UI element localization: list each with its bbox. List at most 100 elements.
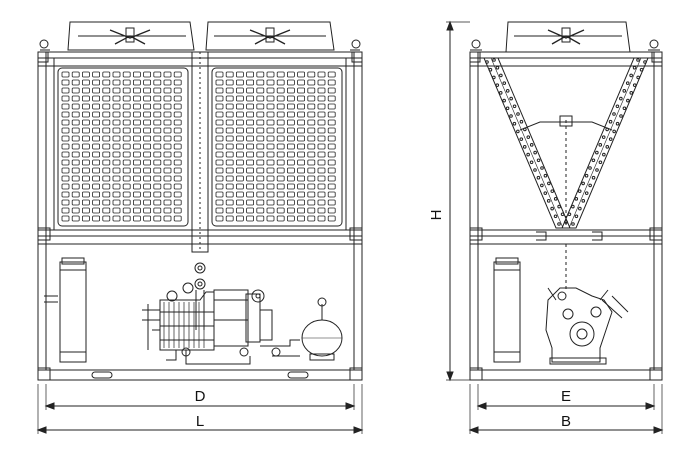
coil-slot — [276, 167, 285, 174]
coil-tube — [584, 173, 589, 178]
coil-tube — [495, 83, 500, 87]
coil-slot — [92, 215, 100, 222]
coil-slot — [61, 167, 70, 174]
coil-slot — [317, 103, 326, 110]
coil-tube — [619, 114, 623, 118]
coil-slot — [163, 215, 172, 222]
coil-slot — [327, 175, 336, 182]
coil-slot — [102, 103, 111, 110]
coil-slot — [266, 111, 275, 118]
coil-slot — [246, 215, 255, 222]
coil-tube — [526, 152, 530, 157]
pressure-gauge-icon — [194, 262, 206, 330]
coil-slot — [215, 119, 224, 126]
coil-slot — [246, 111, 255, 118]
coil-slot — [112, 71, 121, 78]
coil-slot — [61, 111, 70, 118]
coil-slot — [71, 199, 80, 206]
coil-slot — [71, 191, 80, 198]
coil-slot — [327, 71, 336, 78]
coil-slot — [317, 95, 326, 102]
coil-slot — [61, 87, 70, 94]
coil-tube — [512, 121, 517, 126]
coil-tube — [533, 168, 537, 172]
coil-slot — [112, 127, 121, 134]
coil-slot — [276, 71, 285, 78]
coil-slot — [307, 87, 316, 94]
coil-tube — [529, 160, 534, 165]
coil-slot — [327, 183, 336, 190]
coil-slot — [317, 119, 326, 126]
coil-slot — [307, 103, 316, 110]
coil-slot — [307, 183, 316, 190]
coil-slot — [297, 87, 306, 94]
coil-slot — [102, 71, 111, 78]
coil-slot — [297, 175, 306, 182]
coil-slot — [246, 119, 255, 126]
coil-slot — [297, 191, 306, 198]
coil-slot — [112, 79, 121, 86]
coil-slot — [246, 103, 255, 110]
coil-slot — [153, 135, 162, 142]
coil-slot — [286, 167, 295, 174]
coil-slot — [92, 119, 100, 126]
coil-slot — [92, 79, 100, 86]
coil-slot — [163, 111, 172, 118]
coil-slot — [173, 215, 182, 222]
v-coil — [483, 57, 649, 241]
coil-slot — [276, 103, 285, 110]
coil-slot — [286, 191, 295, 198]
coil-slot — [61, 95, 70, 102]
coil-slot — [297, 167, 306, 174]
coil-tube — [550, 206, 554, 211]
coil-slot — [235, 175, 244, 182]
coil-slot — [307, 143, 316, 150]
coil-slot — [163, 143, 172, 150]
coil-slot — [235, 151, 244, 158]
coil-slot — [256, 215, 265, 222]
coil-tube — [608, 119, 613, 124]
coil-slot — [163, 191, 172, 198]
coil-slot — [163, 135, 172, 142]
coil-slot — [286, 143, 295, 150]
coil-slot — [173, 143, 182, 150]
coil-slot — [266, 175, 275, 182]
coil-slot — [163, 151, 172, 158]
coil-slot — [246, 199, 255, 206]
coil-slot — [102, 159, 111, 166]
coil-slot — [61, 191, 70, 198]
coil-tube — [626, 98, 630, 103]
coil-tube — [625, 81, 630, 85]
coil-slot — [235, 87, 244, 94]
coil-slot — [82, 199, 90, 206]
coil-slot — [82, 119, 90, 126]
coil-slot — [307, 111, 316, 118]
fan-guard-right — [205, 21, 335, 51]
coil-slot — [102, 199, 111, 206]
coil-slot — [153, 95, 162, 102]
coil-slot — [61, 119, 70, 126]
coil-slot — [143, 207, 152, 214]
coil-slot — [317, 87, 326, 94]
coil-slot — [246, 71, 255, 78]
label-d: D — [195, 388, 206, 405]
coil-slot — [163, 183, 172, 190]
coil-slot — [132, 111, 141, 118]
coil-tube — [519, 137, 524, 141]
coil-tube — [519, 119, 524, 124]
coil-tube — [543, 173, 548, 178]
coil-slot — [82, 167, 90, 174]
coil-slot — [215, 151, 224, 158]
coil-tube — [498, 91, 503, 95]
coil-slot — [286, 183, 295, 190]
coil-slot — [307, 167, 316, 174]
coil-slot — [317, 199, 326, 206]
coil-slot — [286, 79, 295, 86]
coil-slot — [266, 119, 275, 126]
coil-slot — [276, 207, 285, 214]
coil-tube — [643, 60, 647, 64]
coil-slot — [276, 111, 285, 118]
coil-slot — [132, 175, 141, 182]
coil-slot — [225, 207, 234, 214]
coil-slot — [153, 215, 162, 222]
